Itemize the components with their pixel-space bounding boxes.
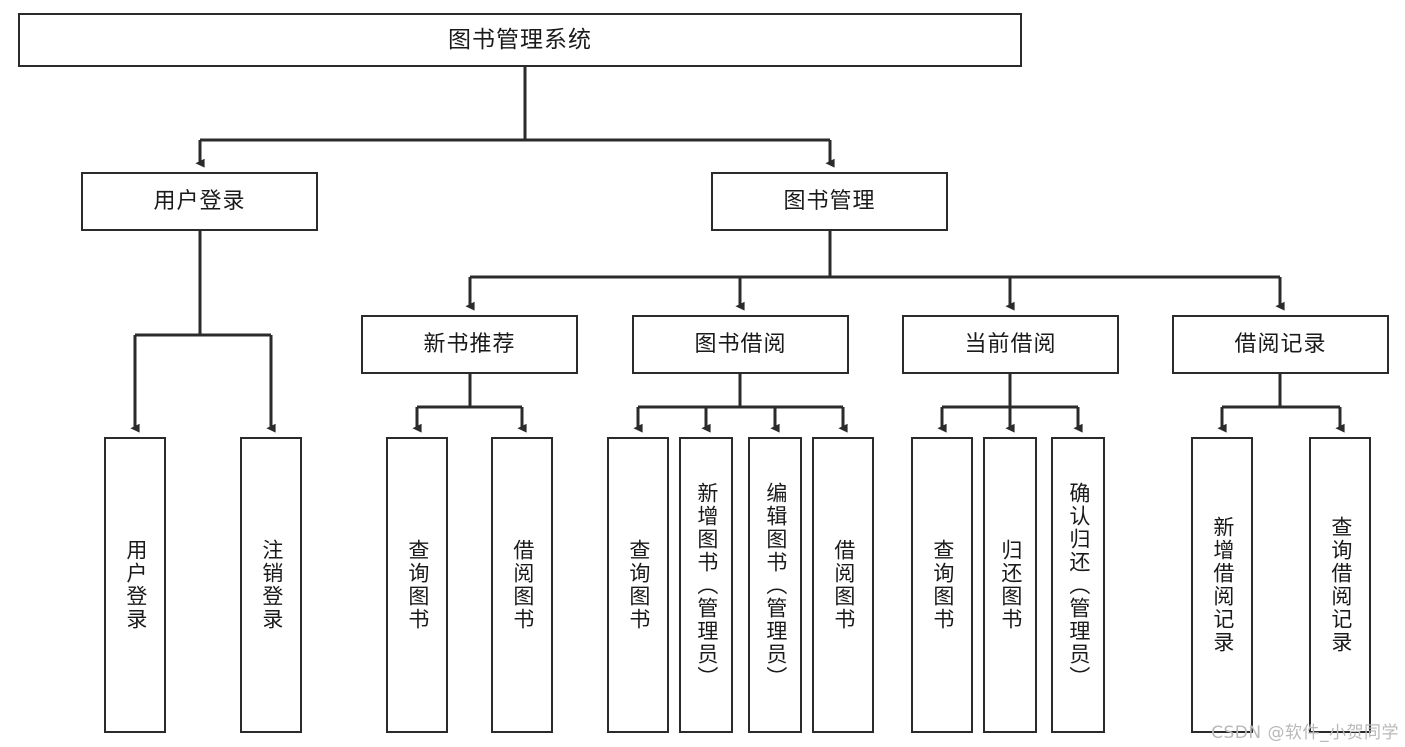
node-label: 新书推荐 bbox=[423, 331, 516, 357]
node-label: 当前借阅 bbox=[964, 331, 1057, 357]
node-label: 新增借阅记录 bbox=[1210, 516, 1235, 654]
node-label: 确认归还（管理员） bbox=[1066, 481, 1091, 689]
leaf-record-add-borrow-record[interactable]: 新增借阅记录 bbox=[1191, 437, 1253, 733]
node-label: 图书管理 bbox=[783, 188, 876, 214]
leaf-borrow-borrow-book[interactable]: 借阅图书 bbox=[812, 437, 874, 733]
leaf-logout[interactable]: 注销登录 bbox=[240, 437, 302, 733]
node-label: 查询图书 bbox=[405, 539, 430, 631]
watermark: CSDN @软件_小贺同学 bbox=[1211, 723, 1399, 743]
node-label: 图书借阅 bbox=[694, 331, 787, 357]
node-label: 借阅图书 bbox=[510, 539, 535, 631]
leaf-current-return-book[interactable]: 归还图书 bbox=[983, 437, 1037, 733]
node-label: 新增图书（管理员） bbox=[694, 481, 719, 689]
node-label: 查询借阅记录 bbox=[1328, 516, 1353, 654]
node-label: 借阅图书 bbox=[831, 539, 856, 631]
leaf-user-login[interactable]: 用户登录 bbox=[104, 437, 166, 733]
leaf-new-book-borrow-book[interactable]: 借阅图书 bbox=[491, 437, 553, 733]
node-label: 用户登录 bbox=[123, 539, 148, 631]
node-book-borrowing[interactable]: 图书借阅 bbox=[632, 315, 849, 374]
node-root-book-management-system[interactable]: 图书管理系统 bbox=[18, 13, 1022, 67]
leaf-record-query-borrow-record[interactable]: 查询借阅记录 bbox=[1309, 437, 1371, 733]
node-label: 查询图书 bbox=[626, 539, 651, 631]
node-label: 图书管理系统 bbox=[448, 26, 592, 53]
node-user-login[interactable]: 用户登录 bbox=[81, 172, 318, 231]
node-book-management[interactable]: 图书管理 bbox=[711, 172, 948, 231]
node-label: 查询图书 bbox=[930, 539, 955, 631]
node-label: 编辑图书（管理员） bbox=[763, 481, 788, 689]
leaf-borrow-edit-book-admin[interactable]: 编辑图书（管理员） bbox=[748, 437, 802, 733]
leaf-current-confirm-return-admin[interactable]: 确认归还（管理员） bbox=[1051, 437, 1105, 733]
node-label: 用户登录 bbox=[153, 188, 246, 214]
node-new-book-recommendation[interactable]: 新书推荐 bbox=[361, 315, 578, 374]
leaf-current-query-book[interactable]: 查询图书 bbox=[911, 437, 973, 733]
node-label: 注销登录 bbox=[259, 539, 284, 631]
node-label: 归还图书 bbox=[998, 539, 1023, 631]
leaf-borrow-add-book-admin[interactable]: 新增图书（管理员） bbox=[679, 437, 733, 733]
node-current-borrowing[interactable]: 当前借阅 bbox=[902, 315, 1119, 374]
leaf-borrow-query-book[interactable]: 查询图书 bbox=[607, 437, 669, 733]
node-borrow-records[interactable]: 借阅记录 bbox=[1172, 315, 1389, 374]
leaf-new-book-query-book[interactable]: 查询图书 bbox=[386, 437, 448, 733]
node-label: 借阅记录 bbox=[1234, 331, 1327, 357]
